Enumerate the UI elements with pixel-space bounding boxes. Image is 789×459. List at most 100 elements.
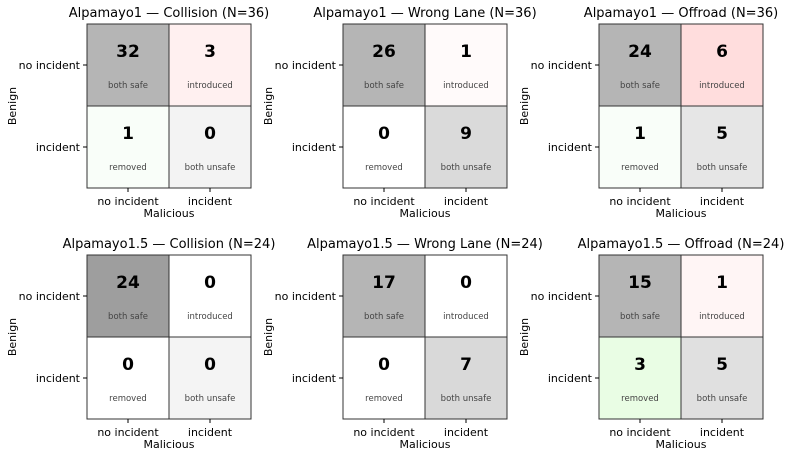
- matrix-cell: [168, 336, 252, 420]
- cell-count: 1: [716, 273, 728, 293]
- cell-label: both safe: [364, 81, 404, 91]
- matrix-cell: [598, 105, 682, 189]
- cell-label: removed: [109, 394, 147, 404]
- y-axis-label: Benign: [262, 87, 275, 125]
- matrix-cell: [86, 254, 170, 338]
- chart-title: Alpamayo1.5 — Collision (N=24): [63, 237, 276, 252]
- cell-count: 6: [716, 42, 728, 62]
- cell-label: both unsafe: [697, 394, 748, 404]
- x-tick-label: no incident: [97, 426, 159, 439]
- matrix-cell: [86, 23, 170, 107]
- cell-label: both safe: [364, 312, 404, 322]
- y-tick-label: incident: [36, 372, 81, 385]
- y-tick-label: no incident: [275, 290, 337, 303]
- cell-label: introduced: [443, 312, 489, 322]
- chart-title: Alpamayo1 — Collision (N=36): [69, 6, 269, 21]
- cell-count: 0: [122, 355, 134, 375]
- cell-count: 0: [460, 273, 472, 293]
- cell-count: 9: [460, 124, 472, 144]
- cell-count: 24: [628, 42, 652, 62]
- y-tick-label: incident: [548, 372, 593, 385]
- chart-title: Alpamayo1.5 — Offroad (N=24): [578, 237, 785, 252]
- cell-label: introduced: [187, 312, 233, 322]
- y-tick-label: no incident: [19, 290, 81, 303]
- matrix-cell: [424, 105, 508, 189]
- x-axis-label: Malicious: [400, 438, 451, 451]
- y-tick-label: no incident: [531, 59, 593, 72]
- y-axis-label: Benign: [262, 318, 275, 356]
- cell-count: 3: [204, 42, 216, 62]
- cell-label: removed: [365, 394, 403, 404]
- y-axis-label: Benign: [6, 318, 19, 356]
- x-tick-label: incident: [700, 195, 745, 208]
- cell-count: 1: [634, 124, 646, 144]
- cell-label: both safe: [620, 312, 660, 322]
- cell-label: both unsafe: [441, 163, 492, 173]
- cell-label: introduced: [187, 81, 233, 91]
- cell-count: 0: [204, 124, 216, 144]
- matrix-cell: [598, 254, 682, 338]
- chart-title: Alpamayo1 — Offroad (N=36): [584, 6, 778, 21]
- cell-label: introduced: [699, 312, 745, 322]
- chart-title: Alpamayo1 — Wrong Lane (N=36): [313, 6, 536, 21]
- x-tick-label: incident: [188, 195, 233, 208]
- cell-label: both safe: [620, 81, 660, 91]
- cell-count: 15: [628, 273, 652, 293]
- cell-label: both unsafe: [185, 163, 236, 173]
- cell-count: 7: [460, 355, 472, 375]
- cell-count: 1: [460, 42, 472, 62]
- cell-count: 0: [378, 355, 390, 375]
- cell-count: 17: [372, 273, 396, 293]
- y-tick-label: incident: [292, 372, 337, 385]
- cell-count: 0: [378, 124, 390, 144]
- x-tick-label: no incident: [353, 195, 415, 208]
- y-tick-label: no incident: [19, 59, 81, 72]
- cell-count: 5: [716, 124, 728, 144]
- matrix-cell: [680, 23, 764, 107]
- matrix-cell: [86, 336, 170, 420]
- cell-count: 0: [204, 355, 216, 375]
- matrix-cell: [342, 336, 426, 420]
- cell-label: introduced: [699, 81, 745, 91]
- x-tick-label: incident: [188, 426, 233, 439]
- x-axis-label: Malicious: [400, 207, 451, 220]
- x-axis-label: Malicious: [144, 207, 195, 220]
- matrix-cell: [168, 23, 252, 107]
- cell-count: 32: [116, 42, 140, 62]
- cell-label: removed: [365, 163, 403, 173]
- y-tick-label: incident: [292, 141, 337, 154]
- y-tick-label: no incident: [275, 59, 337, 72]
- matrix-cell: [598, 336, 682, 420]
- cell-count: 24: [116, 273, 140, 293]
- y-tick-label: incident: [548, 141, 593, 154]
- x-axis-label: Malicious: [656, 207, 707, 220]
- matrix-cell: [342, 105, 426, 189]
- matrix-cell: [424, 336, 508, 420]
- cell-label: both unsafe: [697, 163, 748, 173]
- cell-count: 26: [372, 42, 396, 62]
- x-tick-label: incident: [700, 426, 745, 439]
- x-axis-label: Malicious: [144, 438, 195, 451]
- x-tick-label: no incident: [97, 195, 159, 208]
- cell-count: 3: [634, 355, 646, 375]
- cell-count: 0: [204, 273, 216, 293]
- x-tick-label: incident: [444, 195, 489, 208]
- cell-count: 1: [122, 124, 134, 144]
- cell-label: both unsafe: [441, 394, 492, 404]
- cell-label: both safe: [108, 81, 148, 91]
- matrix-cell: [424, 23, 508, 107]
- matrix-cell: [598, 23, 682, 107]
- cell-count: 5: [716, 355, 728, 375]
- cell-label: removed: [621, 394, 659, 404]
- matrix-cell: [680, 336, 764, 420]
- cell-label: removed: [109, 163, 147, 173]
- y-axis-label: Benign: [6, 87, 19, 125]
- matrix-cell: [86, 105, 170, 189]
- cell-label: removed: [621, 163, 659, 173]
- y-axis-label: Benign: [518, 87, 531, 125]
- matrix-cell: [680, 105, 764, 189]
- y-tick-label: no incident: [531, 290, 593, 303]
- x-tick-label: no incident: [353, 426, 415, 439]
- cell-label: introduced: [443, 81, 489, 91]
